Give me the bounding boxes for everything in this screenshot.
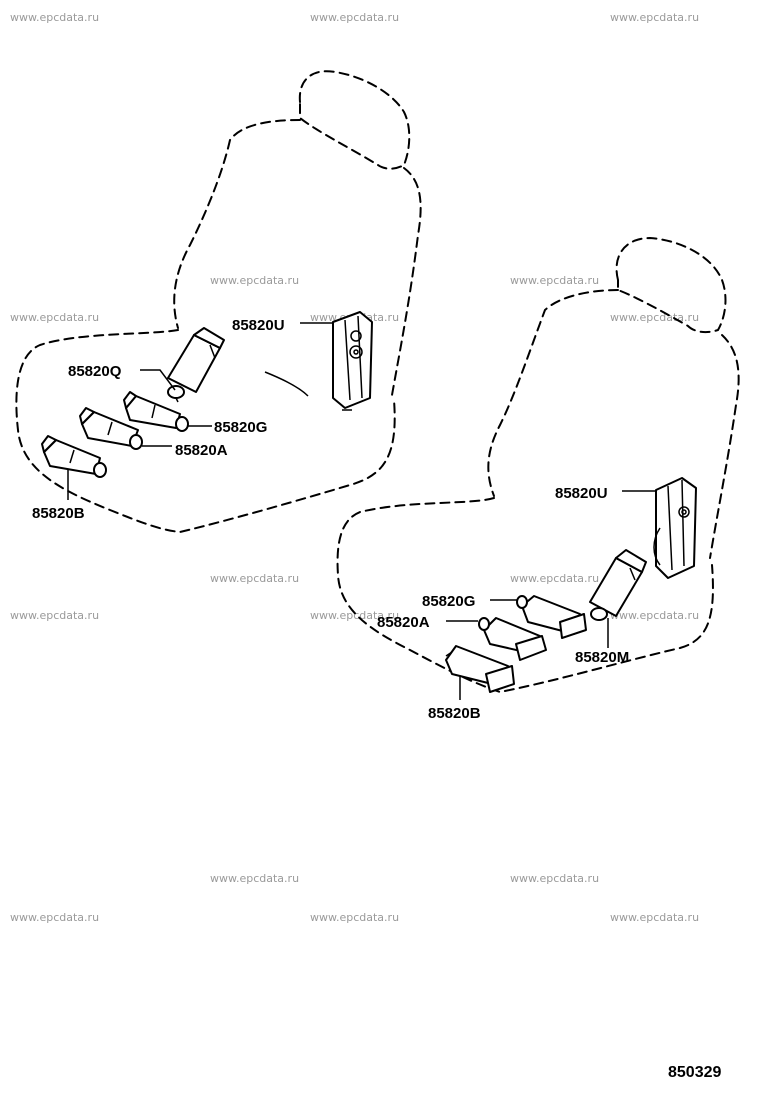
- watermark: www.epcdata.ru: [310, 609, 399, 622]
- label-left-85820G: 85820G: [214, 419, 267, 436]
- watermark: www.epcdata.ru: [210, 572, 299, 585]
- watermark: www.epcdata.ru: [610, 11, 699, 24]
- watermark: www.epcdata.ru: [610, 609, 699, 622]
- watermark: www.epcdata.ru: [210, 872, 299, 885]
- label-right-85820A: 85820A: [377, 614, 430, 631]
- label-right-85820M: 85820M: [575, 649, 629, 666]
- right-part-85820U: [653, 477, 697, 579]
- watermark: www.epcdata.ru: [10, 911, 99, 924]
- label-right-85820G: 85820G: [422, 593, 475, 610]
- label-left-85820Q: 85820Q: [68, 363, 122, 380]
- right-leaders: [446, 490, 656, 700]
- right-part-85820G: [516, 595, 587, 639]
- watermark: www.epcdata.ru: [310, 911, 399, 924]
- right-part-85820M: [589, 549, 647, 621]
- watermark: www.epcdata.ru: [610, 911, 699, 924]
- watermark: www.epcdata.ru: [610, 311, 699, 324]
- label-left-85820U: 85820U: [232, 317, 285, 334]
- left-part-85820G: [123, 391, 189, 432]
- label-right-85820U: 85820U: [555, 485, 608, 502]
- left-part-85820B: [41, 435, 107, 478]
- watermark: www.epcdata.ru: [10, 609, 99, 622]
- left-part-85820U: [332, 311, 373, 411]
- label-left-85820A: 85820A: [175, 442, 228, 459]
- watermark: www.epcdata.ru: [210, 274, 299, 287]
- watermark: www.epcdata.ru: [10, 311, 99, 324]
- right-part-85820B: [445, 645, 515, 693]
- label-left-85820B: 85820B: [32, 505, 85, 522]
- figure-number: 850329: [668, 1064, 721, 1081]
- left-part-85820Q: [167, 327, 225, 403]
- watermark: www.epcdata.ru: [510, 572, 599, 585]
- watermark: www.epcdata.ru: [10, 11, 99, 24]
- right-seat-outline: [336, 236, 740, 694]
- watermark: www.epcdata.ru: [310, 11, 399, 24]
- left-leaders: [67, 322, 333, 500]
- watermark: www.epcdata.ru: [510, 274, 599, 287]
- right-part-85820A: [478, 617, 547, 661]
- watermark: www.epcdata.ru: [510, 872, 599, 885]
- left-part-85820A: [79, 407, 143, 450]
- watermark-layer: www.epcdata.ru www.epcdata.ru www.epcdat…: [10, 11, 699, 924]
- label-right-85820B: 85820B: [428, 705, 481, 722]
- left-seat-outline: [15, 70, 422, 534]
